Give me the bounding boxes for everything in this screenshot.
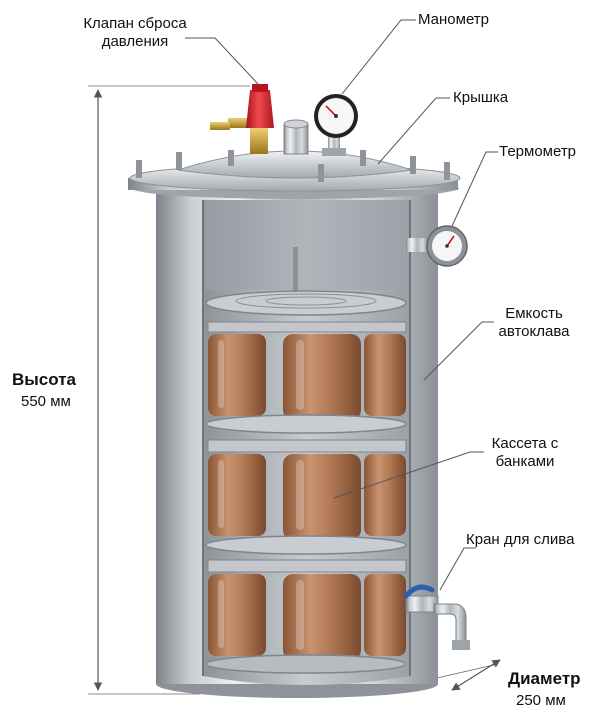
label-cassette: Кассета с банками bbox=[470, 435, 580, 471]
label-pressure-relief-valve: Клапан сброса давления bbox=[60, 15, 210, 51]
leader-thermometer bbox=[451, 151, 498, 227]
label-vessel: Емкость автоклава bbox=[484, 305, 584, 341]
jar-cassette bbox=[205, 247, 407, 674]
leader-cassette bbox=[333, 451, 484, 499]
lid-fitting bbox=[283, 119, 309, 155]
leader-lid bbox=[377, 97, 450, 165]
label-drain-tap: Кран для слива bbox=[466, 531, 575, 548]
label-vessel-line1: Емкость bbox=[505, 305, 563, 322]
diameter-title: Диаметр bbox=[508, 669, 581, 688]
drain-tap bbox=[403, 584, 470, 650]
label-valve-line1: Клапан сброса bbox=[83, 15, 187, 32]
leader-drain bbox=[439, 547, 476, 591]
height-dimension bbox=[88, 85, 250, 695]
leader-manometer bbox=[341, 19, 416, 95]
thermometer bbox=[406, 225, 468, 267]
label-valve-line2: давления bbox=[101, 33, 169, 50]
label-manometer: Манометр bbox=[418, 11, 490, 28]
height-title: Высота bbox=[12, 370, 76, 389]
manometer bbox=[314, 94, 358, 156]
label-thermometer: Термометр bbox=[499, 143, 577, 160]
leader-valve bbox=[185, 37, 259, 85]
label-lid: Крышка bbox=[453, 89, 509, 106]
diameter-value: 250 мм bbox=[516, 692, 566, 709]
label-vessel-line2: автоклава bbox=[498, 323, 570, 340]
label-cassette-line2: банками bbox=[495, 453, 555, 470]
leader-lines bbox=[185, 19, 498, 591]
leader-vessel bbox=[423, 321, 494, 381]
label-cassette-line1: Кассета с bbox=[491, 435, 559, 452]
pressure-relief-valve bbox=[210, 84, 274, 154]
height-value: 550 мм bbox=[21, 393, 71, 410]
autoclave-lid bbox=[128, 150, 461, 199]
